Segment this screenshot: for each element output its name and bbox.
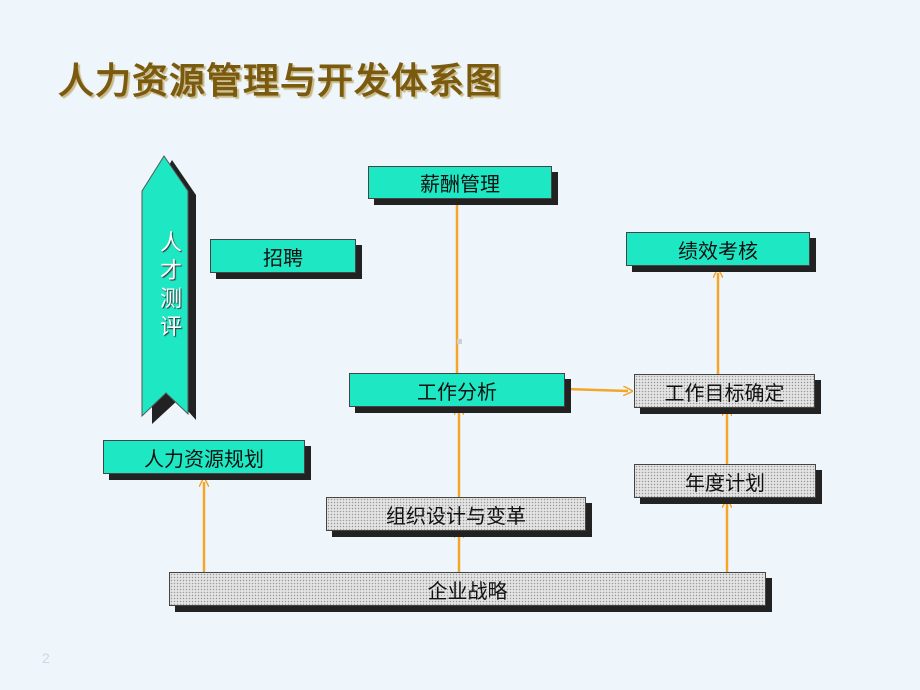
slide-title: 人力资源管理与开发体系图 [58, 60, 503, 102]
performance-appraisal-node: 绩效考核 [626, 232, 810, 266]
compensation-node: 薪酬管理 [368, 166, 552, 199]
corporate-strategy-node: 企业战略 [169, 572, 766, 606]
talent-assessment-label: 人才测评 [159, 231, 182, 340]
decorative-dot [457, 339, 462, 344]
arrow-job-analysis-to-goal-setting [565, 389, 628, 391]
annual-plan-node: 年度计划 [634, 464, 816, 498]
goal-setting-node: 工作目标确定 [634, 374, 815, 408]
page-number: 2 [42, 650, 50, 666]
recruitment-node: 招聘 [210, 239, 356, 273]
job-analysis-node: 工作分析 [349, 373, 565, 407]
hr-planning-node: 人力资源规划 [103, 440, 305, 474]
org-design-node: 组织设计与变革 [326, 497, 586, 531]
talent-assessment-arrow [141, 155, 196, 424]
